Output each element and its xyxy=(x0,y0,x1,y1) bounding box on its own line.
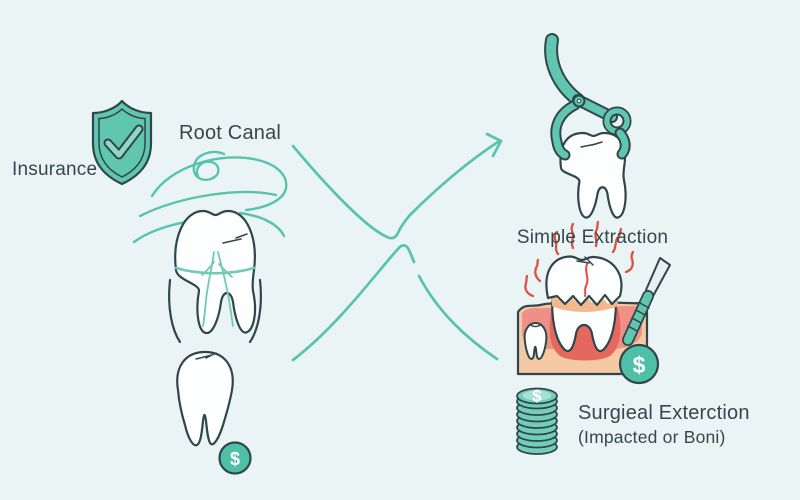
dollar-sign: $ xyxy=(230,449,240,469)
dollar-sign: $ xyxy=(633,352,646,378)
root-canal-tooth-icon xyxy=(168,209,262,344)
dollar-coin-icon: $ xyxy=(618,343,660,385)
broken-tooth-icon xyxy=(545,255,623,353)
impacted-tooth-icon xyxy=(523,322,548,360)
crossing-arrows-icon xyxy=(291,132,503,362)
scalpel-icon xyxy=(622,257,671,346)
insurance-label: Insurance xyxy=(12,159,98,180)
extracted-tooth-icon xyxy=(559,131,627,219)
gum-cross-section xyxy=(516,220,671,376)
root-canal-label: Root Canal xyxy=(179,122,282,144)
forceps-pivot xyxy=(572,94,586,108)
coin-stack-icon: $ xyxy=(516,387,558,455)
surgical-extraction-sublabel: (Impacted or Boni) xyxy=(578,427,726,447)
dollar-sign: $ xyxy=(532,387,542,406)
simple-extraction-label: Simple Extraction xyxy=(516,227,669,248)
shield-check-icon xyxy=(91,99,153,186)
molar-tooth-icon xyxy=(176,350,234,447)
crack-marks xyxy=(524,220,635,298)
arrowhead xyxy=(485,132,503,158)
forceps-icon xyxy=(544,33,632,161)
surgical-extraction-label: Surgieal Exterction xyxy=(578,402,750,424)
dollar-coin-icon: $ xyxy=(218,441,252,475)
